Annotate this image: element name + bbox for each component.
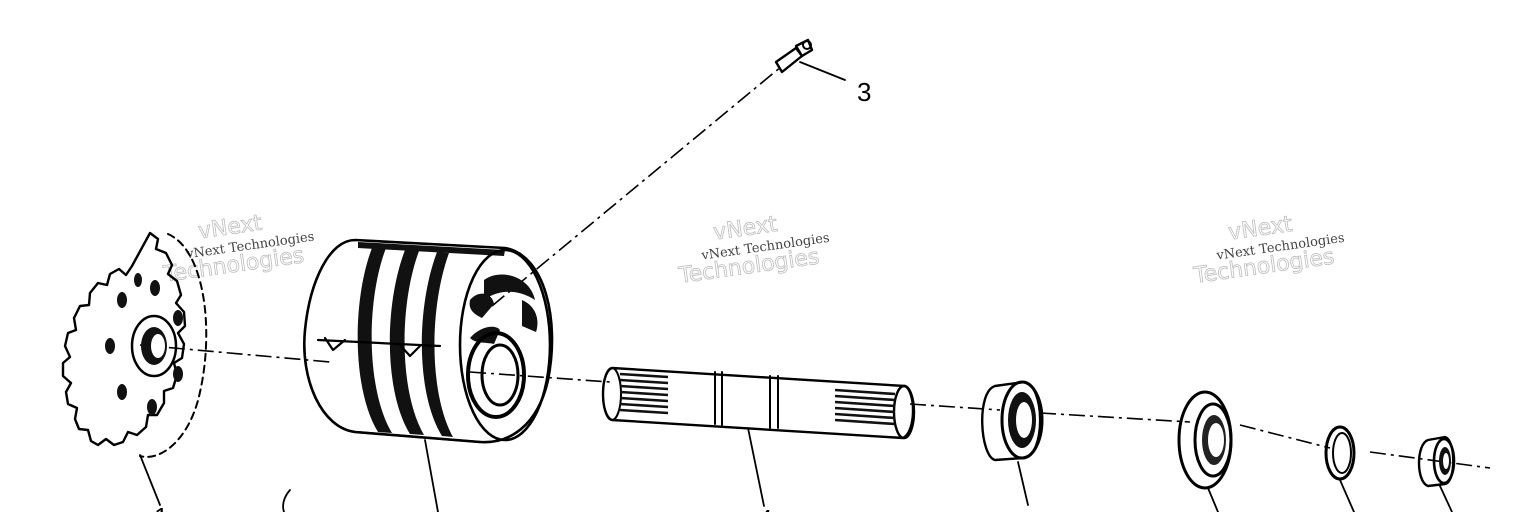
- drum-bore-outer: [466, 331, 526, 419]
- callout-2: 2: [430, 506, 444, 512]
- part-4-leader: [747, 427, 765, 507]
- drum-grooves: [357, 248, 453, 437]
- part-1-leader: [139, 454, 161, 506]
- part-3-centerline: [491, 65, 783, 307]
- callout-1: 1: [154, 502, 168, 512]
- callout-3: 3: [857, 77, 871, 107]
- sprocket-back-edge: [139, 233, 208, 458]
- drum-face: [458, 248, 552, 442]
- shaft-splines-left: [619, 372, 669, 415]
- drum-bore-inner: [480, 343, 520, 407]
- part-4-splined-shaft: 4: [601, 366, 916, 512]
- sprocket-hub-outer: [130, 314, 178, 378]
- part-1-extra-leader: [282, 489, 291, 512]
- callout-4: 4: [758, 504, 772, 512]
- part-7-ring: [1324, 425, 1356, 512]
- part-6-seal: [1177, 390, 1233, 512]
- sprocket-bolt-holes: [105, 273, 183, 415]
- watermark-right: vNext Technologies vNext Technologies: [1191, 212, 1345, 290]
- watermark-center: vNext Technologies vNext Technologies: [676, 212, 830, 290]
- drum-shell-top: [358, 242, 505, 256]
- part-8-bushing: [1417, 435, 1456, 512]
- shaft-splines-right: [834, 388, 896, 426]
- part-3-grease-fitting: 3: [774, 38, 871, 107]
- part-2-clutch-drum: 2: [303, 238, 554, 512]
- part-3-leader: [799, 61, 846, 81]
- sprocket-teeth: [61, 231, 187, 447]
- part-2-leader: [424, 439, 439, 512]
- main-centerline: [139, 344, 1491, 469]
- watermark-left: vNext Technologies vNext Technologies: [161, 210, 315, 288]
- part-1-sprocket: 1: [61, 231, 291, 512]
- part-5-bearing: [981, 380, 1044, 506]
